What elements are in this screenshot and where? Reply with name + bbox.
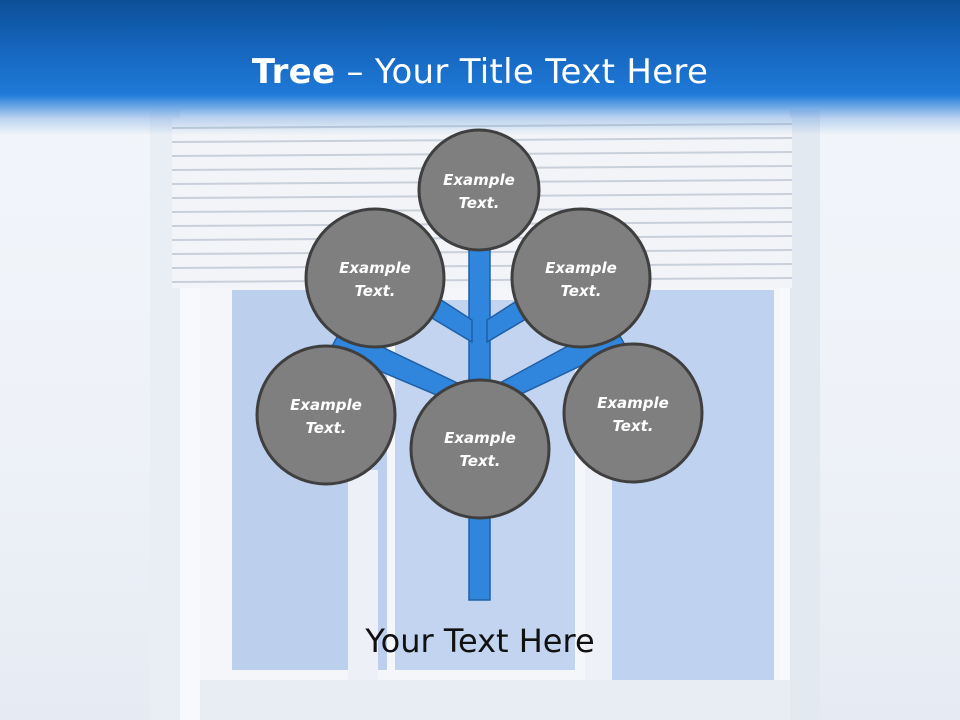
node-text-line2: Text.: [612, 417, 653, 435]
tree-node-center: Example Text.: [409, 378, 551, 520]
slide-caption: Your Text Here: [365, 622, 595, 660]
node-text-line2: Text.: [560, 282, 601, 300]
window-sill: [200, 680, 790, 720]
tree-node-top: Example Text.: [417, 128, 541, 252]
node-text-line1: Example: [290, 396, 362, 414]
title-bar: [0, 0, 960, 135]
node-text-line2: Text.: [305, 419, 346, 437]
node-text-line2: Text.: [459, 452, 500, 470]
tree-node-upper-right: Example Text.: [510, 207, 652, 349]
title-bold: Tree: [251, 52, 336, 92]
node-text-line1: Example: [443, 171, 515, 189]
node-text-line1: Example: [545, 259, 617, 277]
node-text-line1: Example: [339, 259, 411, 277]
node-text-line1: Example: [444, 429, 516, 447]
tree-node-upper-left: Example Text.: [304, 207, 446, 349]
node-text-line1: Example: [597, 394, 669, 412]
node-text-line2: Text.: [354, 282, 395, 300]
tree-node-lower-left: Example Text.: [255, 344, 397, 486]
title-rest: – Your Title Text Here: [335, 52, 709, 92]
tree-node-lower-right: Example Text.: [562, 342, 704, 484]
node-text-line2: Text.: [458, 194, 499, 212]
window-frame-right: [790, 110, 820, 720]
window-mullion-left: [348, 470, 378, 710]
slide-title: Tree – Your Title Text Here: [0, 52, 960, 92]
